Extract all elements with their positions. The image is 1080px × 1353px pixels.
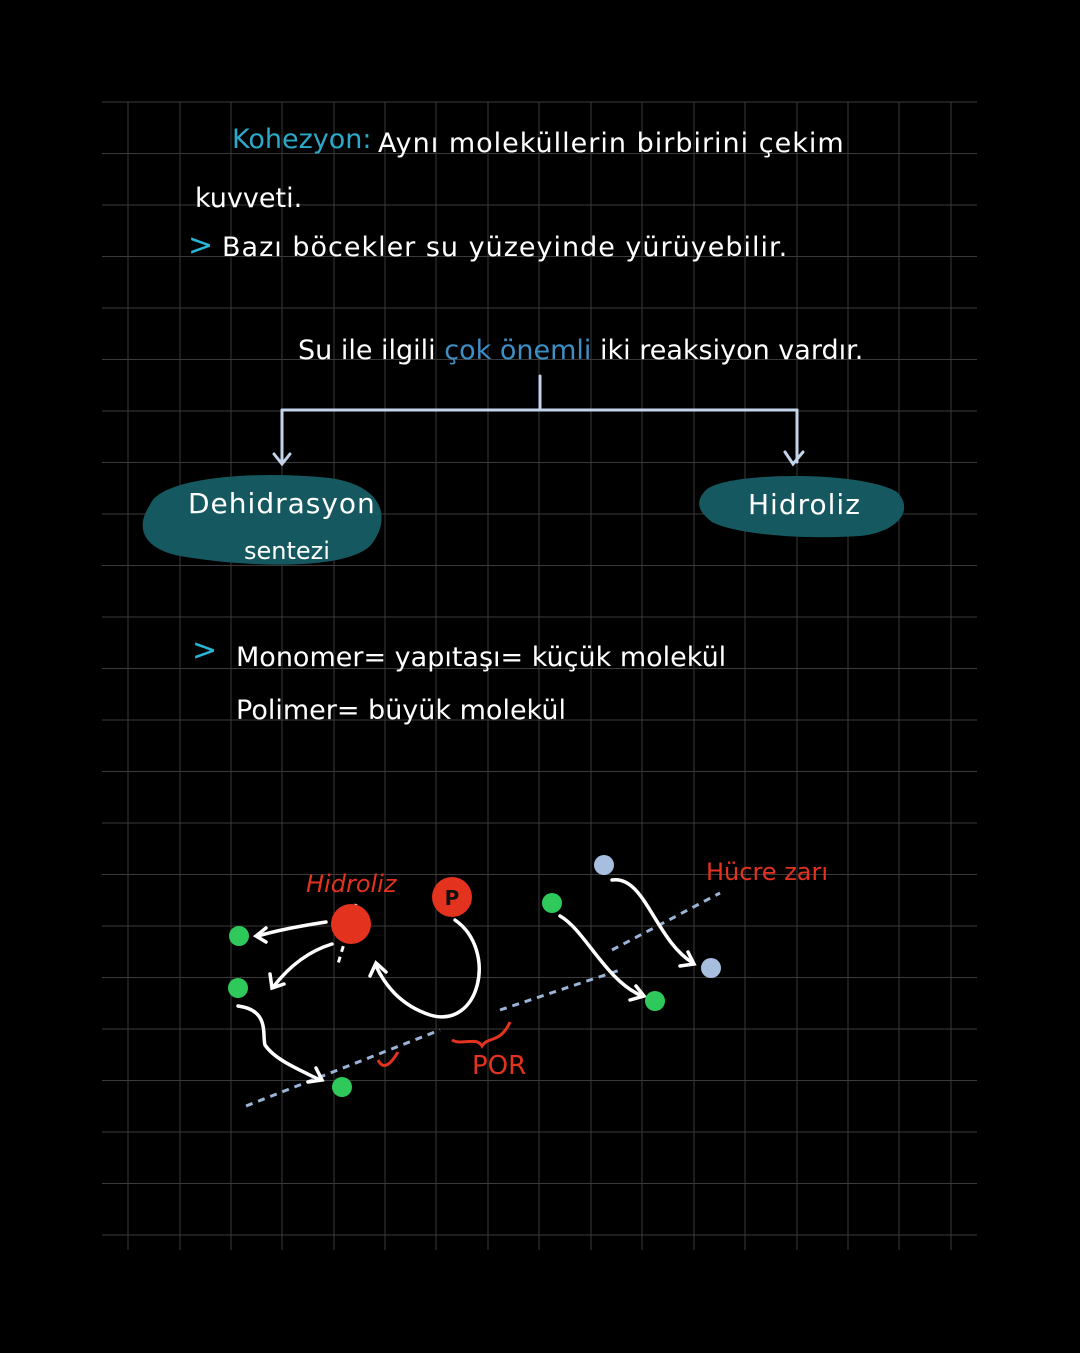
kohezyon-term: Kohezyon: [232, 124, 372, 155]
green-molecule-3 [332, 1077, 352, 1097]
green-molecule-2 [228, 978, 248, 998]
bullet-arrow-icon: > [188, 228, 214, 263]
green-molecule-1 [229, 926, 249, 946]
pore-mark [376, 1051, 400, 1067]
reaction-heading-highlight: çok önemli [444, 335, 592, 366]
por-label: POR [472, 1051, 526, 1081]
membrane-segment-left [245, 1028, 441, 1108]
green-molecule-5 [645, 991, 665, 1011]
insect-note: Bazı böcekler su yüzeyinde yürüyebilir. [222, 232, 789, 263]
green-molecule-4 [542, 893, 562, 913]
phosphate-molecule [432, 877, 472, 917]
phosphate-label: P [445, 886, 460, 910]
kohezyon-definition: Aynı moleküllerin birbirini çekim [378, 128, 845, 159]
reaction-heading-pre: Su ile ilgili [298, 335, 436, 366]
dehidrasyon-label: Dehidrasyon [188, 487, 376, 520]
arrow-green-to-bottom [236, 1004, 322, 1082]
pore-brace [451, 1021, 512, 1049]
membrane-segment-mid [499, 968, 621, 1012]
monomer-definition: Monomer= yapıtaşı= küçük molekül [236, 642, 727, 673]
polimer-definition: Polimer= büyük molekül [236, 695, 566, 726]
hidroliz-blob [699, 476, 905, 538]
arrow-blue-cross [610, 878, 695, 965]
membrane-segment-right [611, 891, 721, 952]
blue-molecule-2 [701, 958, 721, 978]
arrow-to-green-1 [256, 920, 328, 938]
bullet-arrow-icon-2: > [192, 633, 218, 668]
membrane-label: Hücre zarı [706, 858, 828, 886]
arrow-to-green-2 [272, 942, 334, 988]
reaction-heading: Su ile ilgili çok önemli iki reaksiyon v… [298, 335, 863, 366]
arrow-loop-p [374, 918, 481, 1019]
red-molecule [331, 904, 371, 944]
arrow-green-cross [558, 914, 644, 998]
kohezyon-definition-cont: kuvveti. [195, 183, 303, 214]
hidroliz-diagram-label: Hidroliz [306, 870, 398, 898]
dehidrasyon-blob [142, 475, 382, 565]
blue-molecule-1 [594, 855, 614, 875]
reaction-heading-post: iki reaksiyon vardır. [600, 335, 864, 366]
hidroliz-label: Hidroliz [748, 488, 861, 521]
sentezi-label: sentezi [244, 537, 330, 565]
